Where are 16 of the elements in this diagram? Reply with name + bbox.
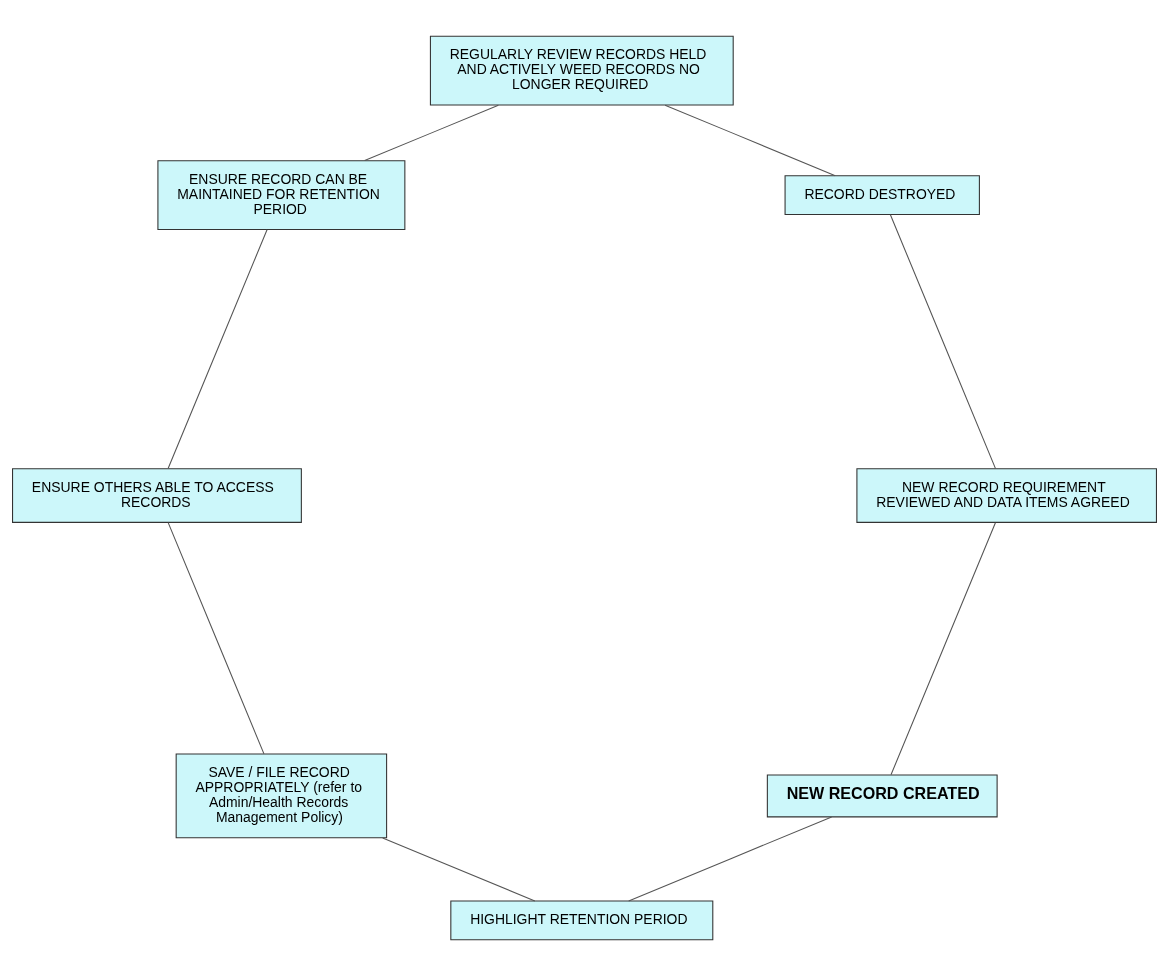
node-box: NEW RECORD REQUIREMENT REVIEWED AND DATA ITEMS AGREED [856, 468, 1157, 523]
node-box: SAVE / FILE RECORD APPROPRIATELY (refer to Admin/Health Records Management Policy) [175, 753, 388, 839]
connector [664, 104, 836, 177]
node-box: ENSURE OTHERS ABLE TO ACCESS RECORDS [12, 468, 302, 523]
connector [167, 522, 265, 755]
node-box: ENSURE RECORD CAN BE MAINTAINED FOR RETENTION PERIOD [157, 160, 406, 230]
node-box: RECORD DESTROYED [784, 175, 980, 215]
connector [628, 816, 833, 902]
connector [382, 837, 536, 902]
node-box: NEW RECORD CREATED [766, 774, 998, 818]
node-box: HIGHLIGHT RETENTION PERIOD [450, 900, 714, 941]
connector [890, 522, 996, 776]
connector [364, 104, 499, 162]
node-box: REGULARLY REVIEW RECORDS HELD AND ACTIVELY WEED RECORDS NO LONGER REQUIRED [429, 35, 734, 106]
connector [889, 214, 997, 470]
connector [167, 229, 268, 469]
